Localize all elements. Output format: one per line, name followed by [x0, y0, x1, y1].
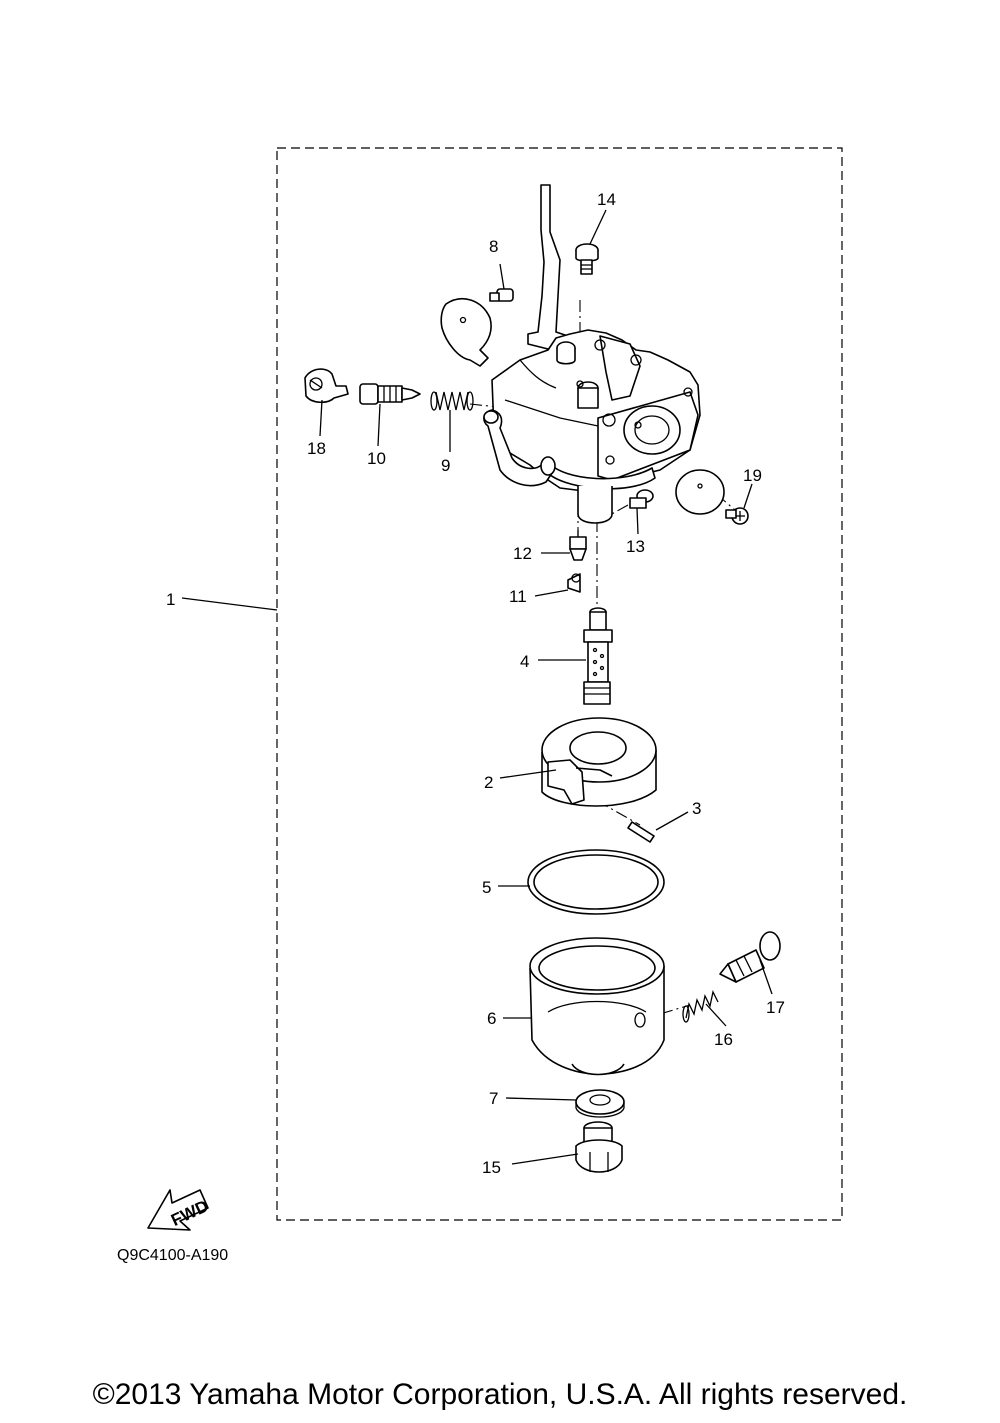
clip-11: [567, 573, 581, 593]
pilot-jet-18: [304, 368, 349, 404]
callout-4: 4: [520, 652, 529, 671]
callout-17: 17: [766, 998, 785, 1017]
callout-12: 12: [513, 544, 532, 563]
main-jet-4: [583, 607, 613, 705]
callout-1: 1: [166, 590, 175, 609]
callout-3: 3: [692, 799, 701, 818]
leader-lines: [181, 209, 773, 1165]
throttle-lever: [527, 184, 587, 357]
callout-7: 7: [489, 1089, 498, 1108]
callout-labels: 1 2 3 4 5 6 7 8 9 10 11 12 13 14 15 16 1…: [166, 190, 785, 1177]
gasket-5: [527, 849, 665, 915]
callout-13: 13: [626, 537, 645, 556]
pilot-screw-10: [359, 383, 421, 405]
copyright-notice: ©2013 Yamaha Motor Corporation, U.S.A. A…: [92, 1378, 908, 1411]
float-2: [541, 717, 657, 807]
screw-13: [629, 489, 654, 509]
screw-14: [575, 243, 599, 275]
callout-16: 16: [714, 1030, 733, 1049]
drain-plug-15: [575, 1121, 623, 1173]
spring-16: [682, 990, 719, 1023]
centerline-13: [609, 504, 629, 516]
callout-8: 8: [489, 237, 498, 256]
callout-11: 11: [509, 587, 527, 606]
drawing-code: Q9C4100-A190: [117, 1247, 229, 1264]
callout-6: 6: [487, 1009, 496, 1028]
callout-14: 14: [597, 190, 616, 209]
drain-screw-17: [719, 931, 781, 983]
callout-18: 18: [307, 439, 326, 458]
screw-8: [489, 288, 514, 302]
spring-9: [430, 391, 474, 411]
callout-2: 2: [484, 773, 493, 792]
screw-19: [725, 507, 749, 525]
needle-valve-12: [569, 530, 587, 561]
choke-plate-19: [675, 469, 725, 515]
choke-plate: [440, 298, 492, 367]
callout-19: 19: [743, 466, 762, 485]
callout-10: 10: [367, 449, 386, 468]
float-bowl-6: [529, 937, 665, 1076]
callout-15: 15: [482, 1158, 501, 1177]
carburetor-body: [483, 329, 701, 524]
fwd-arrow-icon: FWD: [147, 1189, 211, 1231]
callout-9: 9: [441, 456, 450, 475]
washer-7: [575, 1089, 625, 1118]
float-pin-3: [627, 821, 655, 843]
assembly-boundary: [276, 147, 843, 1221]
callout-5: 5: [482, 878, 491, 897]
